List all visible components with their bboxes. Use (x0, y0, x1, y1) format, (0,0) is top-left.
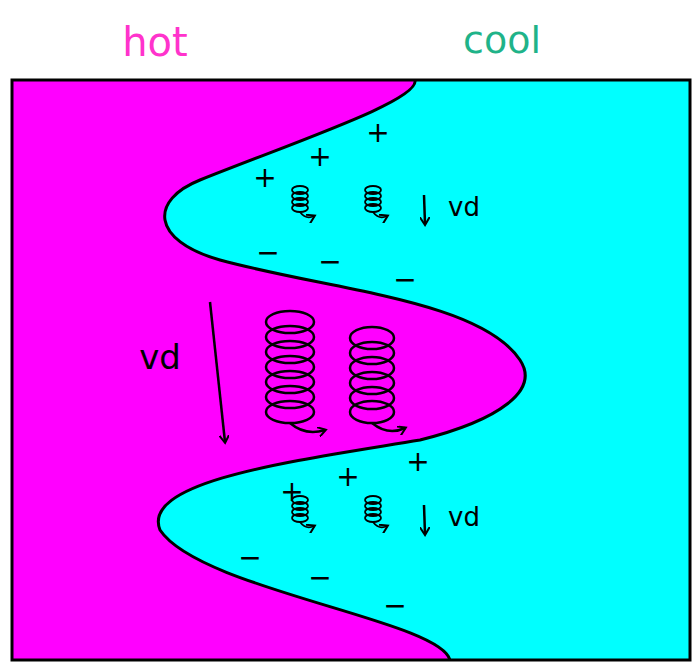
charge-sign: + (366, 119, 389, 147)
cool-region (12, 80, 690, 660)
drift-velocity-label: vd (448, 504, 480, 530)
charge-sign: − (256, 239, 279, 267)
charge-sign: − (393, 266, 416, 294)
charge-sign: − (238, 544, 261, 572)
charge-sign: + (336, 463, 359, 491)
frame (12, 80, 690, 660)
charge-sign: + (406, 448, 429, 476)
region-title: cool (463, 21, 541, 59)
charge-sign: + (280, 478, 303, 506)
charge-sign: − (318, 248, 341, 276)
small-gyration-coils (292, 186, 387, 527)
drift-velocity-label: vd (448, 194, 480, 220)
charge-sign: + (308, 143, 331, 171)
hot-region (12, 80, 525, 660)
charge-sign: − (308, 564, 331, 592)
region-title: hot (122, 22, 188, 62)
interface-line (158, 80, 525, 660)
charge-sign: + (253, 164, 276, 192)
charge-sign: − (383, 592, 406, 620)
large-gyration-coils (266, 311, 405, 432)
drift-velocity-label: vd (139, 340, 181, 374)
drift-arrows (210, 195, 425, 534)
